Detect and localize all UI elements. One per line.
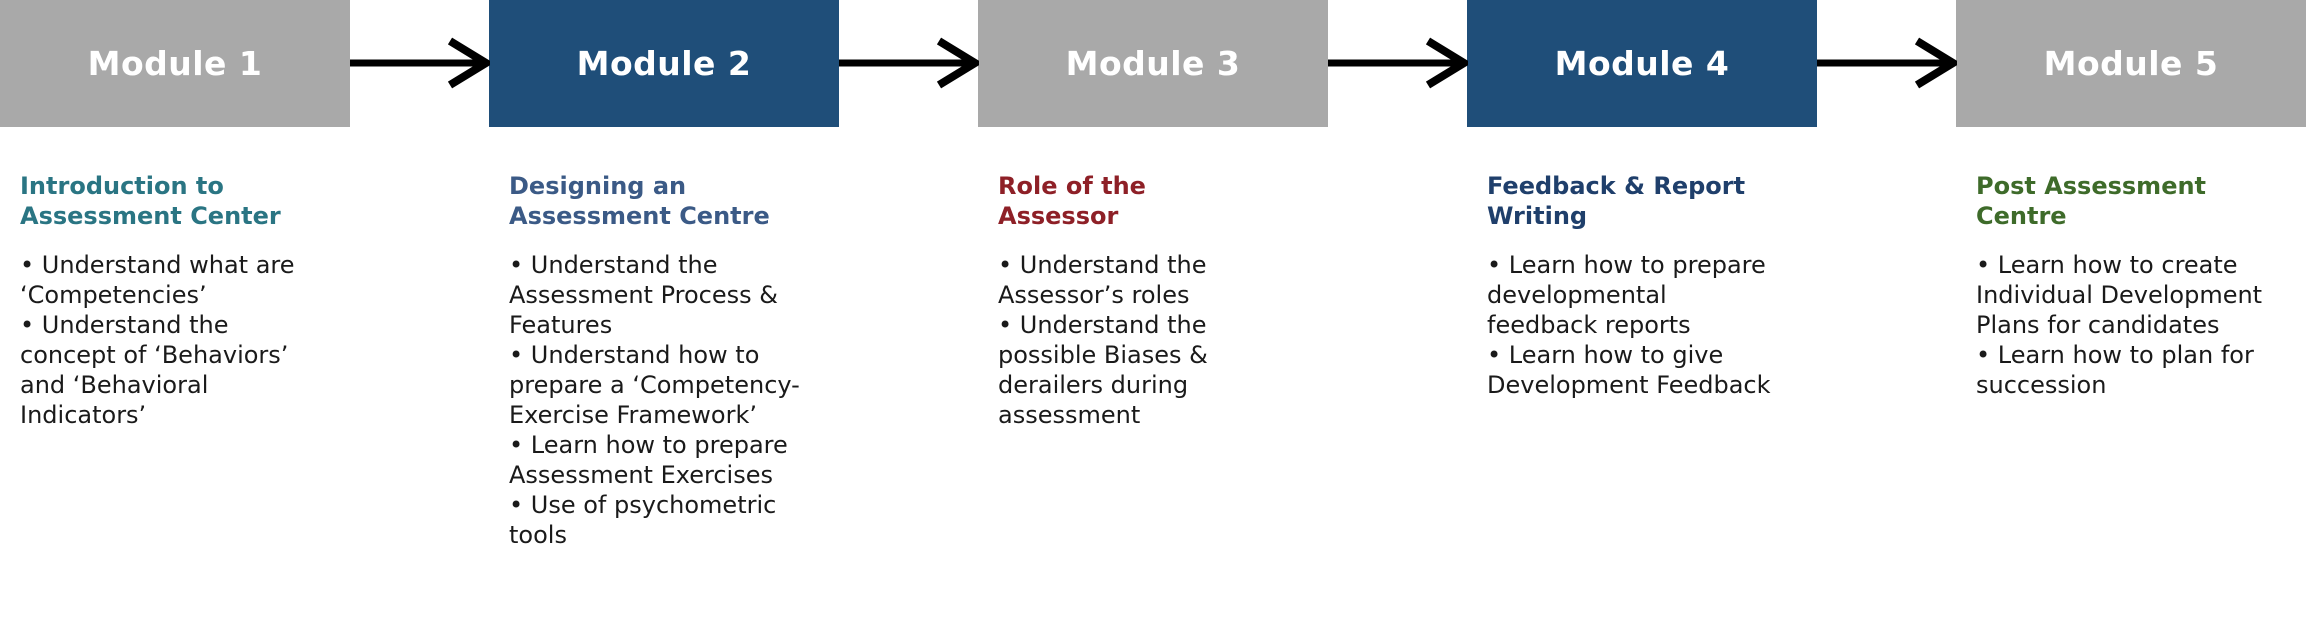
module-3-bullet-list: • Understand the Assessor’s roles• Under…	[998, 250, 1328, 430]
module-2-bullet: • Understand how to prepare a ‘Competenc…	[509, 341, 800, 429]
module-5-heading: Post Assessment Centre	[1976, 172, 2207, 230]
module-1-description: Introduction to Assessment Center • Under…	[20, 171, 350, 430]
module-3-box: Module 3	[978, 0, 1328, 127]
module-4-bullet: • Learn how to give Development Feedback	[1487, 341, 1771, 399]
module-2-bullet: • Use of psychometric tools	[509, 491, 777, 549]
arrow-right-icon	[839, 37, 979, 89]
module-1-bullet-list: • Understand what are ‘Competencies’• Un…	[20, 250, 350, 430]
arrow-right-icon	[1817, 37, 1957, 89]
module-4-bullet-list: • Learn how to prepare developmental fee…	[1487, 250, 1817, 400]
module-3-bullet: • Understand the possible Biases & derai…	[998, 311, 1208, 429]
arrow-right-icon	[350, 37, 490, 89]
module-3-description: Role of the Assessor • Understand the Ass…	[998, 171, 1328, 430]
module-5-box: Module 5	[1956, 0, 2306, 127]
arrow-head	[936, 37, 979, 89]
module-4-bullet: • Learn how to prepare developmental fee…	[1487, 251, 1766, 339]
module-4-description: Feedback & Report Writing • Learn how to …	[1487, 171, 1817, 400]
module-5-bullet: • Learn how to plan for succession	[1976, 341, 2254, 399]
module-4-box: Module 4	[1467, 0, 1817, 127]
module-1-box: Module 1	[0, 0, 350, 127]
module-1-bullet: • Understand what are ‘Competencies’	[20, 251, 295, 309]
module-2-description: Designing an Assessment Centre • Understa…	[509, 171, 839, 550]
module-2-bullet: • Learn how to prepare Assessment Exerci…	[509, 431, 788, 489]
arrow-head	[1914, 37, 1957, 89]
module-5-bullet: • Learn how to create Individual Develop…	[1976, 251, 2263, 339]
module-2-box: Module 2	[489, 0, 839, 127]
module-4-heading: Feedback & Report Writing	[1487, 172, 1746, 230]
module-3-bullet: • Understand the Assessor’s roles	[998, 251, 1207, 309]
module-2-heading: Designing an Assessment Centre	[509, 172, 770, 230]
arrow-right-icon	[1328, 37, 1468, 89]
module-2-bullet: • Understand the Assessment Process & Fe…	[509, 251, 778, 339]
arrow-head	[1425, 37, 1468, 89]
module-3-heading: Role of the Assessor	[998, 172, 1146, 230]
module-5-description: Post Assessment Centre • Learn how to cre…	[1976, 171, 2306, 400]
module-1-bullet: • Understand the concept of ‘Behaviors’ …	[20, 311, 289, 429]
module-2-bullet-list: • Understand the Assessment Process & Fe…	[509, 250, 839, 550]
arrow-head	[447, 37, 490, 89]
module-1-heading: Introduction to Assessment Center	[20, 172, 281, 230]
module-5-bullet-list: • Learn how to create Individual Develop…	[1976, 250, 2306, 400]
